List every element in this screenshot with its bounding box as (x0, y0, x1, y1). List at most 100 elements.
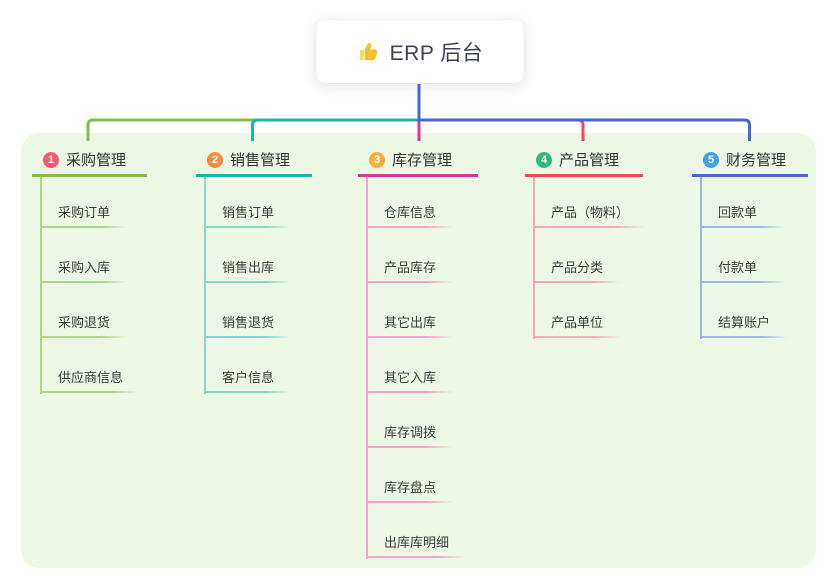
child-connector-line (700, 336, 788, 338)
child-connector-line (533, 336, 621, 338)
child-label: 出库库明细 (384, 535, 450, 550)
child-label: 产品（物料） (551, 205, 630, 220)
child-label: 销售退货 (222, 315, 275, 330)
child-label: 采购订单 (58, 205, 111, 220)
branch-node-product[interactable]: 4 产品管理 (525, 145, 643, 174)
child-connector-line (700, 226, 785, 228)
child-node[interactable]: 库存调拨 (366, 393, 454, 448)
branch-underline (525, 174, 643, 177)
child-connector-line (40, 226, 128, 228)
child-node[interactable]: 客户信息 (204, 338, 292, 393)
child-label: 付款单 (718, 260, 758, 275)
child-label: 仓库信息 (384, 205, 437, 220)
child-label: 库存盘点 (384, 480, 437, 495)
branch-node-finance[interactable]: 5 财务管理 (692, 145, 808, 174)
child-connector-line (204, 336, 292, 338)
child-connector-line (366, 556, 467, 558)
child-connector-line (366, 501, 454, 503)
child-connector-line (204, 226, 292, 228)
child-label: 产品分类 (551, 260, 604, 275)
branch-node-inventory[interactable]: 3 库存管理 (358, 145, 478, 174)
branch-badge-2: 2 (207, 151, 223, 168)
child-node[interactable]: 仓库信息 (366, 173, 454, 228)
child-connector-line (204, 391, 292, 393)
branch-spine (40, 177, 42, 394)
branch-label: 销售管理 (230, 152, 291, 169)
branch-node-purchase[interactable]: 1 采购管理 (32, 145, 147, 174)
branch-label: 产品管理 (559, 152, 620, 169)
child-connector-line (366, 446, 454, 448)
child-label: 其它入库 (384, 370, 437, 385)
branch-underline (358, 174, 478, 177)
child-label: 其它出库 (384, 315, 437, 330)
branch-spine (533, 177, 535, 339)
branch-finance: 5 财务管理 回款单 付款单 结算账户 (692, 145, 808, 339)
child-node[interactable]: 销售退货 (204, 283, 292, 338)
root-node[interactable]: ERP 后台 (316, 20, 524, 83)
child-node[interactable]: 库存盘点 (366, 448, 454, 503)
branch-children: 销售订单 销售出库 销售退货 客户信息 (204, 173, 292, 393)
child-node[interactable]: 付款单 (700, 228, 785, 283)
branch-spine (366, 177, 368, 559)
branch-purchase: 1 采购管理 采购订单 采购入库 采购退货 (32, 145, 147, 394)
child-connector-line (366, 391, 454, 393)
child-node[interactable]: 其它出库 (366, 283, 454, 338)
branch-product: 4 产品管理 产品（物料） 产品分类 产品单位 (525, 145, 647, 339)
branch-spine (204, 177, 206, 394)
branch-node-sales[interactable]: 2 销售管理 (196, 145, 312, 174)
child-node[interactable]: 销售订单 (204, 173, 292, 228)
child-connector-line (366, 226, 454, 228)
child-node[interactable]: 回款单 (700, 173, 785, 228)
branch-spine (700, 177, 702, 339)
root-title: ERP 后台 (389, 41, 484, 65)
child-node[interactable]: 产品（物料） (533, 173, 647, 228)
child-node[interactable]: 供应商信息 (40, 338, 141, 393)
branches-panel (21, 133, 816, 568)
branch-label: 财务管理 (726, 152, 787, 169)
child-connector-line (40, 281, 128, 283)
child-label: 产品单位 (551, 315, 604, 330)
child-label: 结算账户 (718, 315, 771, 330)
child-node[interactable]: 销售出库 (204, 228, 292, 283)
child-connector-line (533, 226, 647, 228)
child-connector-line (700, 281, 785, 283)
branch-underline (32, 174, 147, 177)
child-label: 采购退货 (58, 315, 111, 330)
thumbs-up-icon (359, 42, 377, 61)
branch-label: 库存管理 (392, 152, 453, 169)
child-node[interactable]: 出库库明细 (366, 503, 467, 558)
child-label: 客户信息 (222, 370, 275, 385)
child-connector-line (40, 391, 141, 393)
child-node[interactable]: 采购入库 (40, 228, 128, 283)
branch-badge-4: 4 (536, 151, 552, 168)
child-connector-line (366, 336, 454, 338)
child-node[interactable]: 产品单位 (533, 283, 621, 338)
child-label: 销售出库 (222, 260, 275, 275)
branch-badge-5: 5 (703, 151, 719, 168)
branch-inventory: 3 库存管理 仓库信息 产品库存 其它出库 (358, 145, 478, 559)
child-node[interactable]: 产品库存 (366, 228, 454, 283)
child-connector-line (40, 336, 128, 338)
branch-sales: 2 销售管理 销售订单 销售出库 销售退货 (196, 145, 312, 394)
branch-children: 仓库信息 产品库存 其它出库 其它入库 (366, 173, 467, 558)
child-label: 销售订单 (222, 205, 275, 220)
branch-children: 回款单 付款单 结算账户 (700, 173, 788, 338)
branch-underline (692, 174, 808, 177)
child-label: 库存调拨 (384, 425, 437, 440)
child-node[interactable]: 采购退货 (40, 283, 128, 338)
branch-underline (196, 174, 312, 177)
branch-children: 产品（物料） 产品分类 产品单位 (533, 173, 647, 338)
child-label: 回款单 (718, 205, 758, 220)
child-connector-line (533, 281, 621, 283)
child-node[interactable]: 采购订单 (40, 173, 128, 228)
branch-badge-3: 3 (369, 151, 385, 168)
branch-children: 采购订单 采购入库 采购退货 供应商信息 (40, 173, 141, 393)
child-node[interactable]: 产品分类 (533, 228, 621, 283)
branch-label: 采购管理 (66, 152, 127, 169)
child-label: 采购入库 (58, 260, 111, 275)
branch-badge-1: 1 (43, 151, 59, 168)
child-node[interactable]: 结算账户 (700, 283, 788, 338)
child-node[interactable]: 其它入库 (366, 338, 454, 393)
child-label: 产品库存 (384, 260, 437, 275)
